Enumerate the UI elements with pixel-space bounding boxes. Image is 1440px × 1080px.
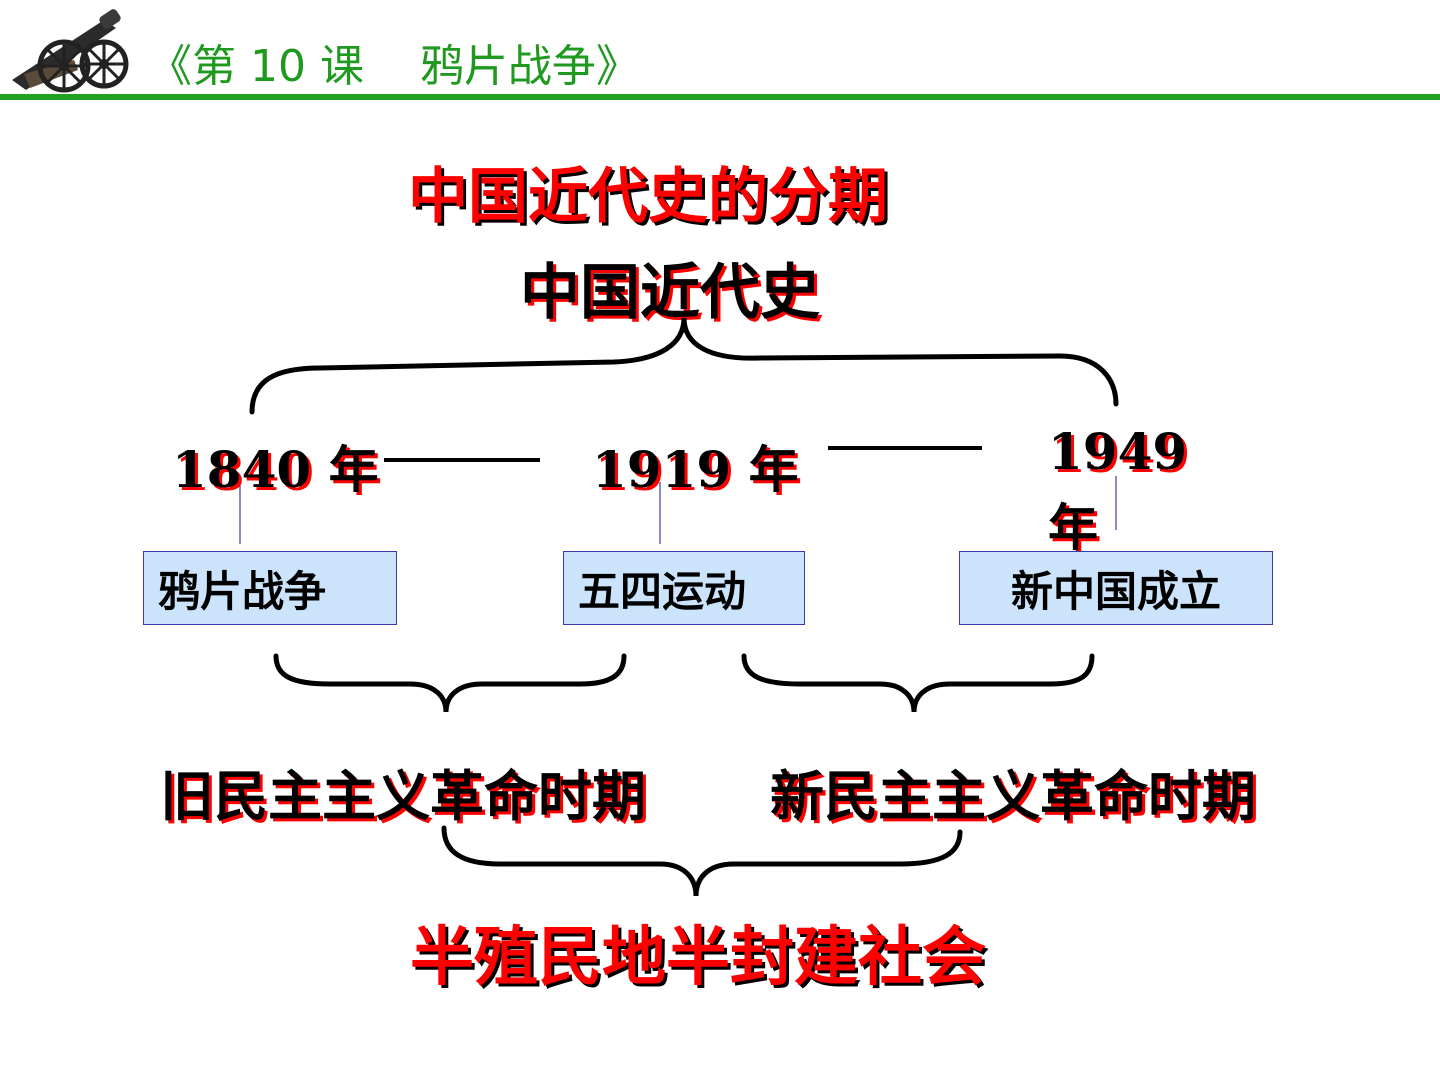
period-new-democratic: 新民主主义革命时期: [770, 765, 1256, 828]
lesson-title: 《第 10 课 鸦片战争》: [148, 41, 640, 92]
society-label: 半殖民地半封建社会: [410, 921, 986, 995]
year-1919: 1919 年: [592, 430, 799, 502]
period-old-democratic: 旧民主主义革命时期: [160, 765, 646, 828]
cannon-icon: [12, 9, 129, 93]
year-suffix: 年: [748, 441, 799, 499]
root-label: 中国近代史: [520, 258, 820, 328]
year-number: 1919: [592, 440, 732, 499]
year-suffix: 年: [1048, 499, 1098, 557]
diagram-title: 中国近代史的分期: [408, 162, 888, 232]
year-suffix: 年: [328, 441, 379, 499]
header-divider: [0, 94, 1440, 100]
event-opium-war: 鸦片战争: [143, 551, 397, 625]
event-may-fourth: 五四运动: [563, 551, 805, 625]
year-1840: 1840 年: [172, 430, 379, 502]
year-number: 1840: [172, 440, 312, 499]
new-period-brace: [741, 653, 1095, 713]
old-period-brace: [273, 653, 627, 713]
event-prc-founding: 新中国成立: [959, 551, 1273, 625]
year-1949: 1949: [1048, 422, 1188, 481]
root-brace: [249, 317, 1119, 415]
society-brace: [441, 825, 963, 897]
